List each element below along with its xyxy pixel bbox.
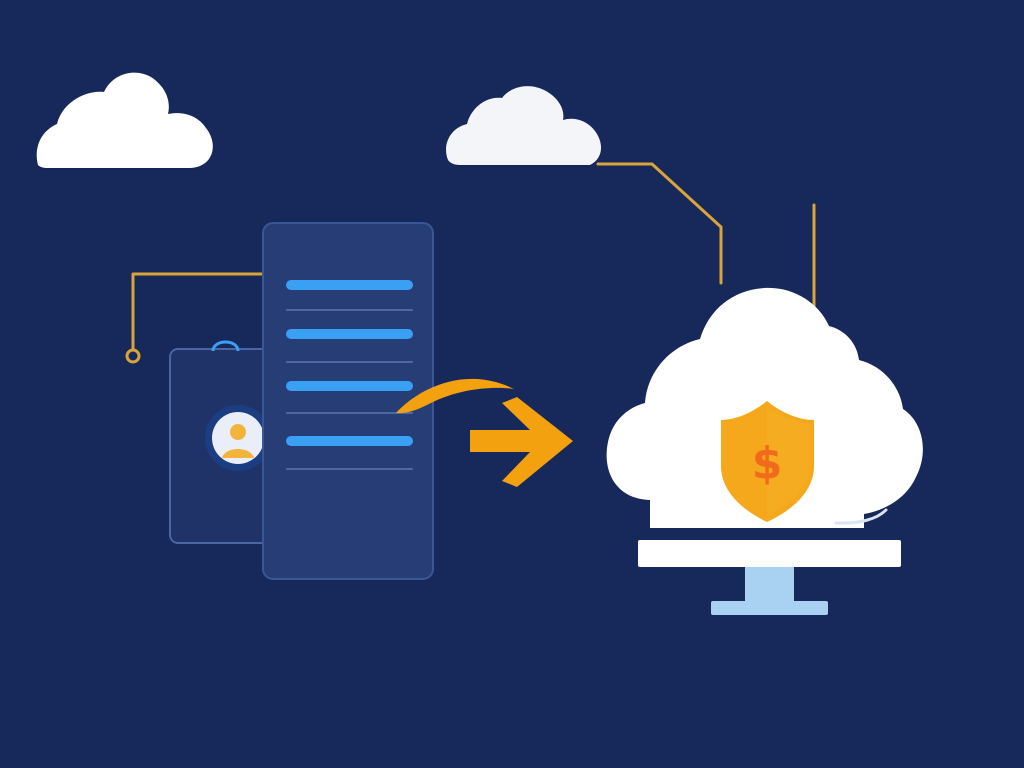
panel-line	[286, 329, 413, 339]
server-panel	[262, 222, 434, 580]
connector-line	[596, 162, 723, 285]
connector-node	[125, 348, 141, 364]
monitor-icon	[638, 540, 901, 615]
user-id-card	[169, 340, 281, 544]
cloud-icon	[36, 72, 213, 168]
user-icon	[212, 412, 264, 464]
connector-line	[131, 272, 266, 352]
arrow-icon	[396, 378, 573, 487]
panel-divider	[286, 412, 413, 414]
panel-divider	[286, 309, 413, 311]
cloud-icon	[446, 86, 602, 165]
panel-line	[286, 436, 413, 446]
panel-line	[286, 381, 413, 391]
dollar-icon: $	[752, 438, 783, 489]
panel-divider	[286, 468, 413, 470]
shield-icon: $	[721, 401, 814, 522]
panel-divider	[286, 361, 413, 363]
panel-line	[286, 280, 413, 290]
